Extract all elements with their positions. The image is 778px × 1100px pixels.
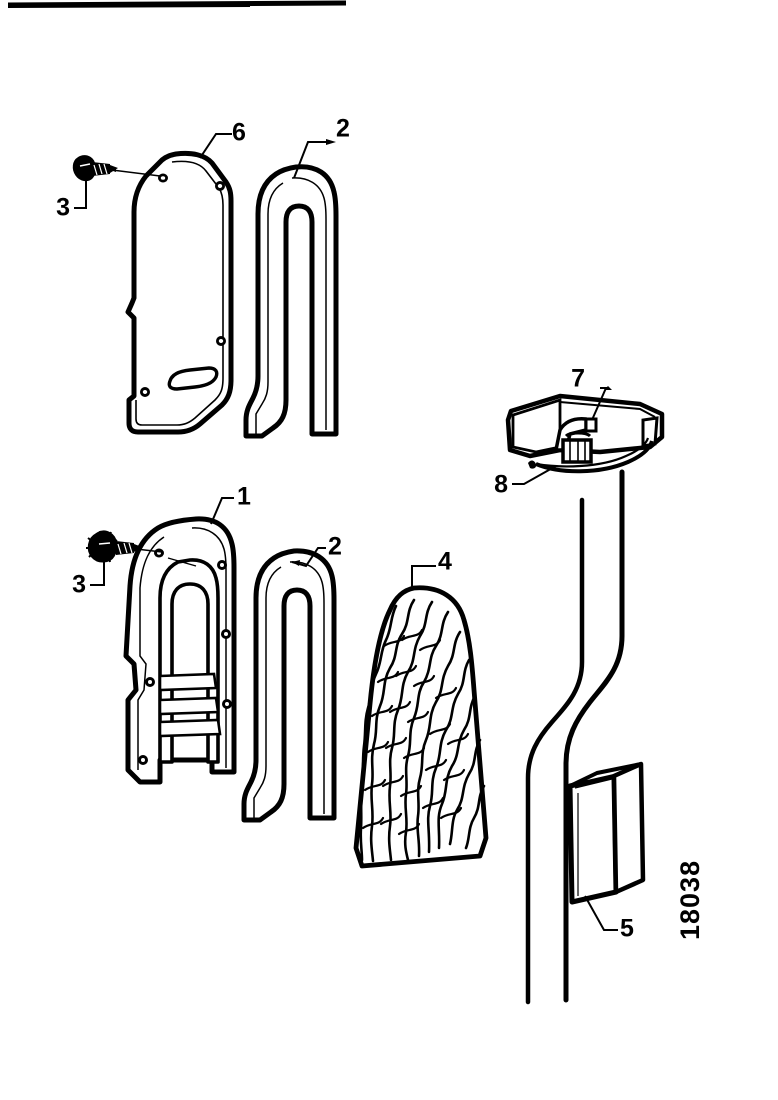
- leader-callout-6: [584, 895, 618, 931]
- part-4-corrugated-pad: [353, 585, 489, 869]
- callout-label-7: 7: [571, 365, 585, 393]
- callout-label-2-lower: 2: [328, 533, 342, 561]
- callout-label-8: 8: [494, 471, 508, 499]
- leader-callout-8: [512, 465, 557, 485]
- callout-label-3-upper: 3: [56, 194, 70, 222]
- leader-callout-5: [199, 133, 232, 159]
- leader-callout-7: [591, 386, 612, 421]
- part-3-screw-upper: [72, 155, 118, 182]
- part-4-texture: [359, 598, 486, 863]
- part-3-screw-lower: [86, 530, 142, 563]
- leader-callout-3-lower: [90, 560, 105, 586]
- leader-callout-4: [411, 565, 436, 590]
- part-8-clamp-screw: [561, 431, 593, 464]
- part-7-clamp-bracket: [505, 393, 665, 474]
- part-1-ribs: [158, 672, 222, 738]
- part-2-channel-lower: [241, 548, 337, 823]
- callout-label-6: 5: [620, 915, 634, 943]
- leader-callout-2-upper: [293, 139, 336, 179]
- top-rule: [7, 0, 347, 8]
- part-6-flat-pad: [567, 761, 646, 905]
- part-5-cover-plate: [125, 150, 234, 435]
- callout-label-1: 1: [237, 483, 251, 511]
- callout-label-3-lower: 3: [72, 571, 86, 599]
- part-2-channel-upper: [243, 164, 339, 439]
- leader-screw-lower-to-bracket: [134, 547, 163, 553]
- leader-callout-2-lower: [291, 547, 326, 568]
- callout-label-2-upper: 2: [336, 115, 350, 143]
- callout-label-5: 6: [232, 119, 246, 147]
- part-1-arch-bracket: [123, 516, 237, 785]
- part-5-bolt-holes: [140, 173, 226, 397]
- callout-label-4: 4: [438, 548, 452, 576]
- leader-screw-upper-to-plate: [110, 168, 161, 177]
- reference-number: 18038: [675, 860, 705, 940]
- part-5-oval-slot: [167, 366, 219, 391]
- part-4-texture-cross: [361, 628, 470, 836]
- leader-callout-3-upper: [74, 180, 87, 209]
- s-curved-duct-outline: [525, 469, 625, 1005]
- leader-callout-1: [210, 497, 234, 525]
- reference-number-text: 18038: [675, 860, 705, 940]
